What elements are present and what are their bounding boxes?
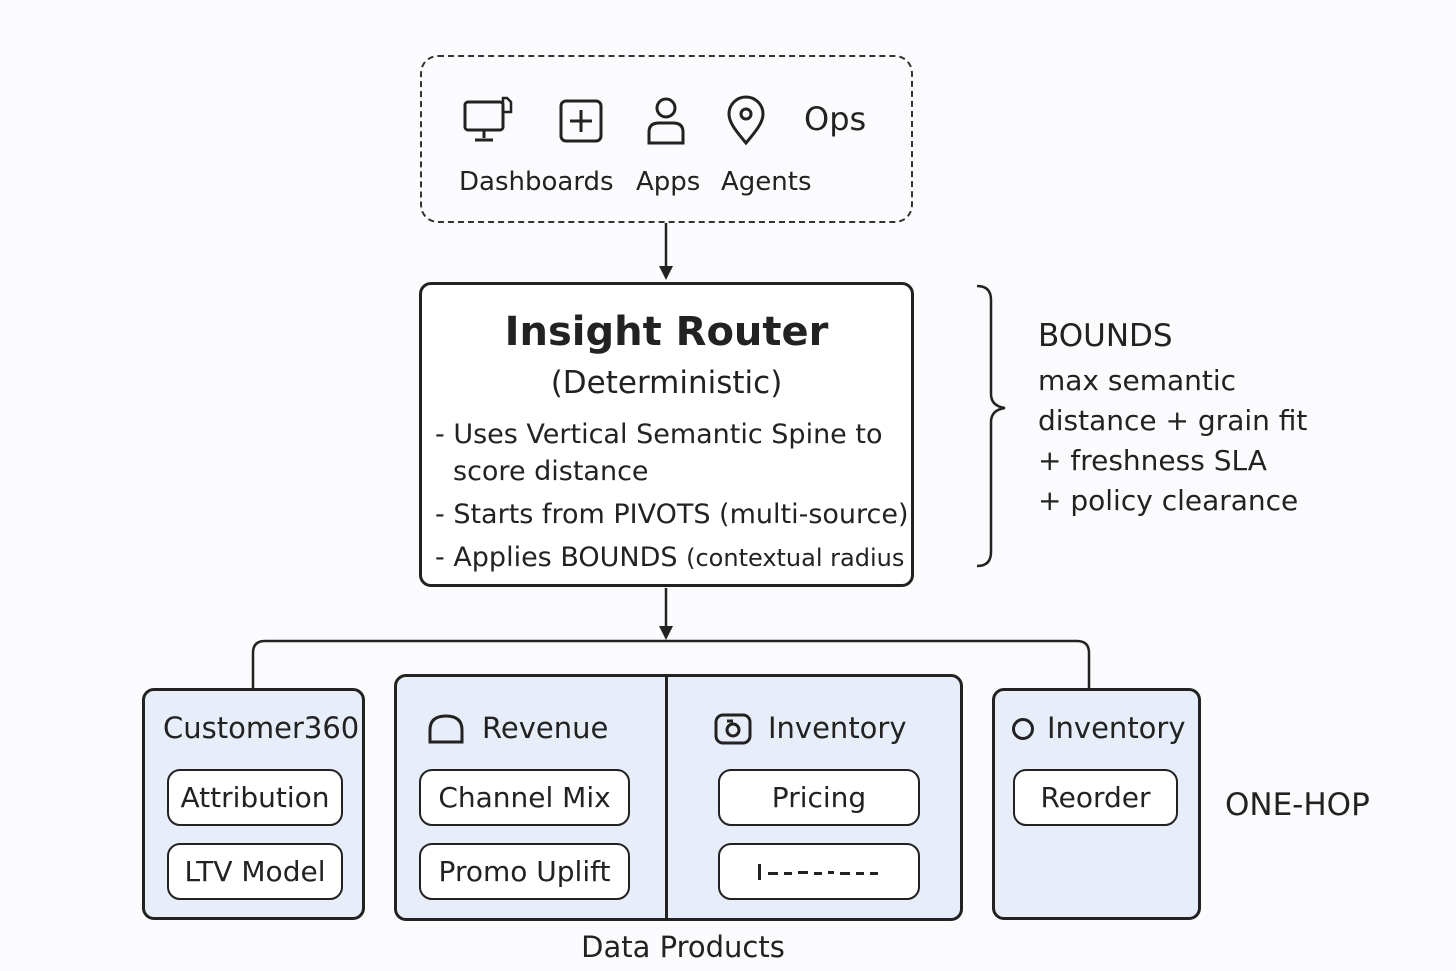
router-bullet-1b: score distance: [453, 456, 649, 487]
monitor-icon: [463, 96, 513, 142]
domain-divider: [665, 676, 668, 919]
location-pin-icon: [727, 95, 765, 146]
inventory-b-title: Inventory: [1047, 711, 1186, 745]
router-title: Insight Router: [504, 309, 829, 355]
bounds-line-3: + freshness SLA: [1038, 444, 1267, 477]
router-bullet-3-main: - Applies BOUNDS: [435, 542, 687, 573]
circle-icon: [1012, 718, 1034, 740]
unreadable-label-marks: [758, 863, 878, 880]
inventory-a-title: Inventory: [768, 711, 907, 745]
one-hop-label: ONE-HOP: [1225, 787, 1370, 823]
data-products-label: Data Products: [581, 930, 785, 964]
revenue-title: Revenue: [482, 711, 609, 745]
router-bullet-3-small: (contextual radius: [686, 544, 905, 572]
product-channel-mix[interactable]: Channel Mix: [419, 769, 630, 826]
bounds-line-1: max semantic: [1038, 364, 1237, 397]
apps-label: Apps: [636, 167, 701, 197]
user-icon: [647, 97, 685, 145]
plus-square-icon: [559, 99, 603, 143]
customer360-title: Customer360: [163, 711, 360, 745]
camera-icon: [714, 713, 752, 745]
distribution-bus: [251, 639, 1091, 688]
bounds-line-4: + policy clearance: [1038, 484, 1299, 517]
router-bullet-2: - Starts from PIVOTS (multi-source): [435, 499, 909, 530]
consumers-box: [420, 55, 913, 223]
product-pricing[interactable]: Pricing: [718, 769, 920, 826]
bounds-brace: [976, 284, 1006, 568]
router-subtitle: (Deterministic): [550, 365, 783, 401]
ops-label: Ops: [804, 100, 867, 138]
cloud-icon: [428, 714, 464, 744]
agents-label: Agents: [721, 167, 812, 197]
product-promo-uplift[interactable]: Promo Uplift: [419, 843, 630, 900]
router-bullet-3: - Applies BOUNDS (contextual radius: [435, 542, 904, 573]
bounds-line-2: distance + grain fit: [1038, 404, 1308, 437]
dashboards-label: Dashboards: [459, 167, 614, 197]
product-unreadable[interactable]: [718, 843, 920, 900]
insight-router-box: Insight Router (Deterministic) - Uses Ve…: [419, 282, 914, 587]
arrowhead-products: [659, 626, 673, 640]
product-ltv-model[interactable]: LTV Model: [167, 843, 343, 900]
arrowhead-router: [659, 266, 673, 280]
product-attribution[interactable]: Attribution: [167, 769, 343, 826]
router-bullet-1a: - Uses Vertical Semantic Spine to: [435, 419, 883, 450]
product-reorder[interactable]: Reorder: [1013, 769, 1178, 826]
bounds-heading: BOUNDS: [1038, 318, 1173, 354]
